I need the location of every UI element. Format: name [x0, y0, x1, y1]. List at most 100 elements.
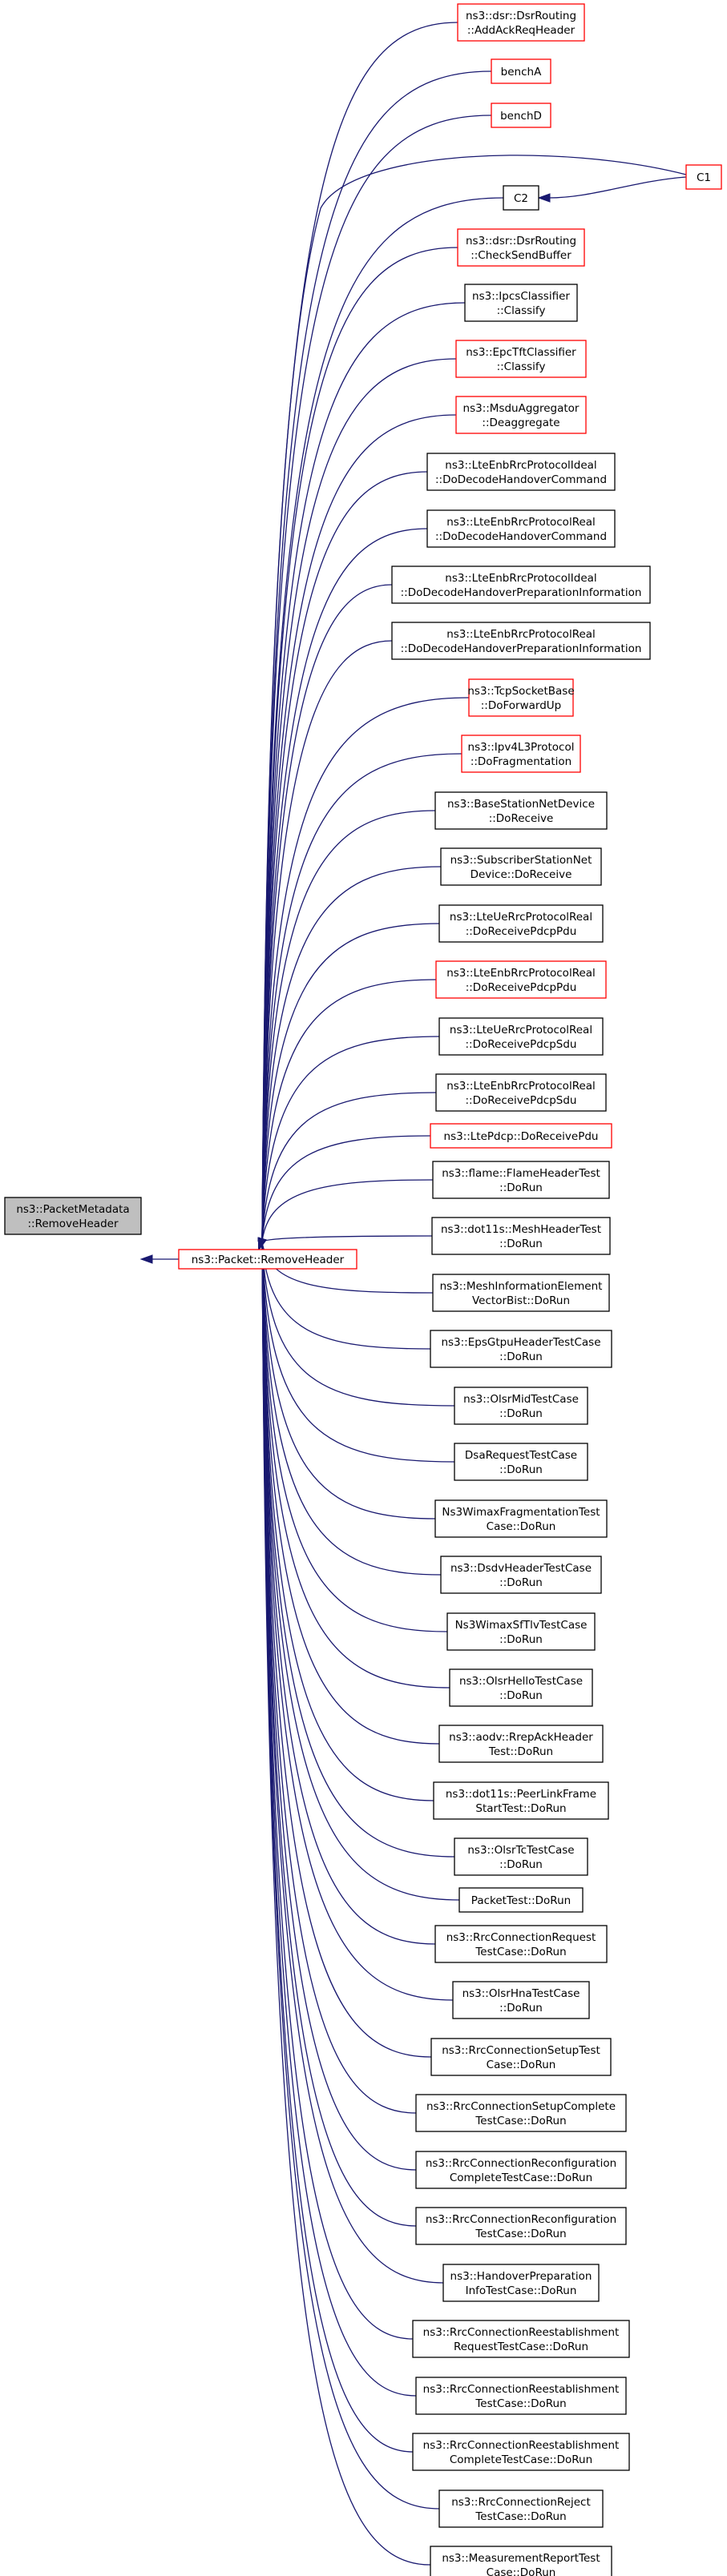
caller-node[interactable]: ns3::RrcConnectionReconfigurationTestCas…: [415, 2207, 627, 2245]
call-edge: [261, 247, 458, 1242]
node-label-line: ns3::LteEnbRrcProtocolIdeal: [445, 459, 596, 472]
node-label-line: ns3::RrcConnectionSetupComplete: [426, 2100, 616, 2113]
caller-node[interactable]: ns3::DsdvHeaderTestCase::DoRun: [440, 1556, 602, 1594]
caller-node[interactable]: ns3::OlsrTcTestCase::DoRun: [454, 1837, 588, 1876]
caller-node[interactable]: ns3::RrcConnectionReestablishmentRequest…: [412, 2320, 630, 2358]
caller-node[interactable]: ns3::flame::FlameHeaderTest::DoRun: [432, 1161, 610, 1199]
node-label-line: ns3::LteEnbRrcProtocolIdeal: [445, 572, 596, 585]
caller-node[interactable]: ns3::RrcConnectionReconfigurationComplet…: [415, 2151, 627, 2189]
caller-node[interactable]: ns3::RrcConnectionReestablishmentTestCas…: [415, 2377, 627, 2415]
node-label-line: Case::DoRun: [487, 2566, 556, 2576]
caller-node[interactable]: benchA: [491, 58, 551, 84]
node-box: [455, 340, 587, 378]
node-box: [426, 453, 616, 491]
caller-node[interactable]: ns3::IpcsClassifier::Classify: [464, 284, 578, 322]
call-edge: [261, 1179, 434, 1242]
caller-node[interactable]: ns3::EpcTftClassifier::Classify: [455, 340, 587, 378]
caller-node[interactable]: benchD: [491, 103, 551, 128]
node-label-line: ns3::RrcConnectionReestablishment: [423, 2439, 620, 2452]
call-edge: [261, 1241, 460, 1901]
node-label-line: ::DoFragmentation: [471, 755, 572, 768]
caller-node[interactable]: ns3::dsr::DsrRouting::CheckSendBuffer: [457, 228, 585, 267]
node-box: [440, 847, 602, 886]
caller-node[interactable]: DsaRequestTestCase::DoRun: [454, 1443, 588, 1481]
node-label-line: ns3::RrcConnectionSetupTest: [442, 2044, 600, 2057]
caller-node[interactable]: ns3::LteEnbRrcProtocolIdeal::DoDecodeHan…: [391, 566, 651, 604]
node-box: [438, 2489, 604, 2528]
caller-node[interactable]: ns3::OlsrHelloTestCase::DoRun: [449, 1668, 593, 1707]
call-edge: [261, 471, 428, 1242]
node-label-line: ns3::EpcTftClassifier: [466, 346, 576, 359]
node-box: [685, 164, 722, 190]
node-label-line: ::DoReceivePdcpSdu: [465, 1094, 576, 1107]
node-label-line: ::DoRun: [499, 1858, 543, 1871]
caller-node[interactable]: ns3::LtePdcp::DoReceivePdu: [430, 1123, 612, 1149]
node-label-line: ::DoRun: [499, 1407, 543, 1420]
call-edge: [261, 810, 436, 1242]
node-label-line: ns3::RrcConnectionReconfiguration: [426, 2213, 616, 2226]
node-label-line: ::DoRun: [499, 1689, 543, 1702]
node-label-line: ::RemoveHeader: [27, 1218, 118, 1230]
caller-node[interactable]: PacketTest::DoRun: [458, 1887, 584, 1913]
caller-node[interactable]: ns3::LteEnbRrcProtocolReal::DoDecodeHand…: [391, 622, 651, 660]
node-label-line: ns3::LteEnbRrcProtocolReal: [446, 967, 596, 980]
node-label-line: Case::DoRun: [487, 1520, 556, 1533]
caller-node[interactable]: ns3::HandoverPreparationInfoTestCase::Do…: [442, 2264, 600, 2302]
caller-node[interactable]: ns3::BaseStationNetDevice::DoReceive: [434, 791, 608, 830]
node-label-line: TestCase::DoRun: [475, 2228, 566, 2240]
node-label-line: ns3::IpcsClassifier: [472, 290, 570, 303]
node-box: [438, 1017, 604, 1056]
caller-node[interactable]: ns3::LteUeRrcProtocolReal::DoReceivePdcp…: [438, 904, 604, 943]
call-edge: [261, 1241, 417, 2227]
caller-node[interactable]: ns3::LteEnbRrcProtocolReal::DoReceivePdc…: [435, 1073, 607, 1112]
caller-node[interactable]: ns3::LteEnbRrcProtocolIdeal::DoDecodeHan…: [426, 453, 616, 491]
node-box: [415, 2377, 627, 2415]
caller-node[interactable]: ns3::LteEnbRrcProtocolReal::DoReceivePdc…: [435, 960, 607, 999]
caller-node[interactable]: ns3::EpsGtpuHeaderTestCase::DoRun: [430, 1330, 612, 1368]
node-box: [435, 960, 607, 999]
call-edge: [261, 1241, 417, 2171]
node-box: [426, 509, 616, 548]
caller-node[interactable]: ns3::SubscriberStationNetDevice::DoRecei…: [440, 847, 602, 886]
caller-node[interactable]: ns3::OlsrMidTestCase::DoRun: [454, 1387, 588, 1425]
caller-node[interactable]: ns3::dot11s::MeshHeaderTest::DoRun: [431, 1217, 611, 1255]
node-box: [432, 1161, 610, 1199]
node-label-line: ::DoRun: [499, 1576, 543, 1589]
caller-node[interactable]: ns3::OlsrHnaTestCase::DoRun: [452, 1981, 590, 2019]
caller-node[interactable]: ns3::Ipv4L3Protocol::DoFragmentation: [461, 735, 581, 773]
caller-node[interactable]: ns3::dsr::DsrRouting::AddAckReqHeader: [457, 3, 585, 42]
call-edge-c1-c2: [547, 176, 687, 199]
node-label-line: CompleteTestCase::DoRun: [450, 2453, 592, 2466]
focus-node-packetmetadata-removeheader[interactable]: ns3::PacketMetadata::RemoveHeader: [4, 1197, 142, 1235]
node-label-line: Device::DoReceive: [471, 868, 572, 881]
node-label-line: TestCase::DoRun: [475, 2115, 566, 2127]
node-label-line: ns3::dot11s::PeerLinkFrame: [446, 1788, 596, 1801]
caller-node[interactable]: ns3::RrcConnectionReestablishmentComplet…: [412, 2433, 630, 2471]
caller-node[interactable]: ns3::RrcConnectionSetupCompleteTestCase:…: [415, 2094, 627, 2132]
node-label-line: Ns3WimaxFragmentationTest: [442, 1506, 600, 1519]
call-edge: [261, 1241, 442, 1576]
call-edge: [261, 640, 393, 1242]
caller-node[interactable]: ns3::MeshInformationElementVectorBist::D…: [432, 1274, 610, 1312]
caller-node[interactable]: ns3::LteEnbRrcProtocolReal::DoDecodeHand…: [426, 509, 616, 548]
node-box: [412, 2433, 630, 2471]
caller-node[interactable]: ns3::dot11s::PeerLinkFrameStartTest::DoR…: [433, 1781, 609, 1820]
caller-node[interactable]: ns3::LteUeRrcProtocolReal::DoReceivePdcp…: [438, 1017, 604, 1056]
call-edge: [261, 1241, 417, 2114]
call-edge: [261, 302, 466, 1242]
caller-node-c1[interactable]: C1: [685, 164, 722, 190]
node-label-line: benchD: [500, 110, 542, 123]
caller-node[interactable]: ns3::TcpSocketBase::DoForwardUp: [467, 678, 575, 717]
caller-node[interactable]: ns3::MsduAggregator::Deaggregate: [455, 396, 587, 434]
node-label-line: ns3::TcpSocketBase: [467, 685, 574, 698]
caller-node[interactable]: Ns3WimaxSfTlvTestCase::DoRun: [446, 1612, 596, 1651]
node-label-line: TestCase::DoRun: [475, 2397, 566, 2410]
root-node-packet-removeheader[interactable]: ns3::Packet::RemoveHeader: [178, 1249, 357, 1270]
caller-node[interactable]: C2: [503, 185, 539, 211]
